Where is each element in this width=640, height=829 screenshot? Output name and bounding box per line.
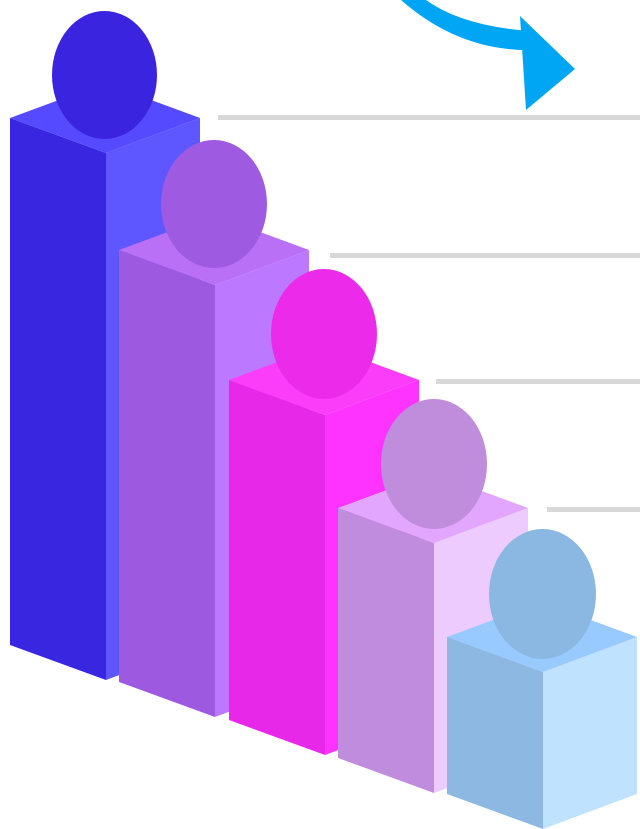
connector-line-3 — [436, 379, 640, 384]
step-bar-5-front — [447, 637, 543, 829]
person-head-5 — [489, 529, 596, 659]
step-bar-3-front — [229, 380, 325, 755]
connector-line-2 — [330, 253, 640, 258]
step-bar-2-front — [119, 250, 215, 717]
person-head-1 — [52, 11, 157, 139]
connector-line-4 — [547, 507, 640, 512]
step-bar-5 — [447, 529, 637, 829]
person-head-3 — [271, 269, 377, 399]
step-bar-5-side — [543, 637, 637, 829]
step-bar-1-front — [10, 118, 106, 680]
person-head-4 — [381, 399, 487, 529]
person-head-2 — [161, 140, 267, 268]
connector-lines — [218, 115, 640, 512]
step-bar-4-front — [338, 508, 434, 793]
connector-line-1 — [218, 115, 640, 120]
curved-arrow-icon — [401, 0, 575, 110]
curved-arrow-head — [520, 16, 575, 110]
curved-arrow-shaft — [401, 0, 534, 51]
